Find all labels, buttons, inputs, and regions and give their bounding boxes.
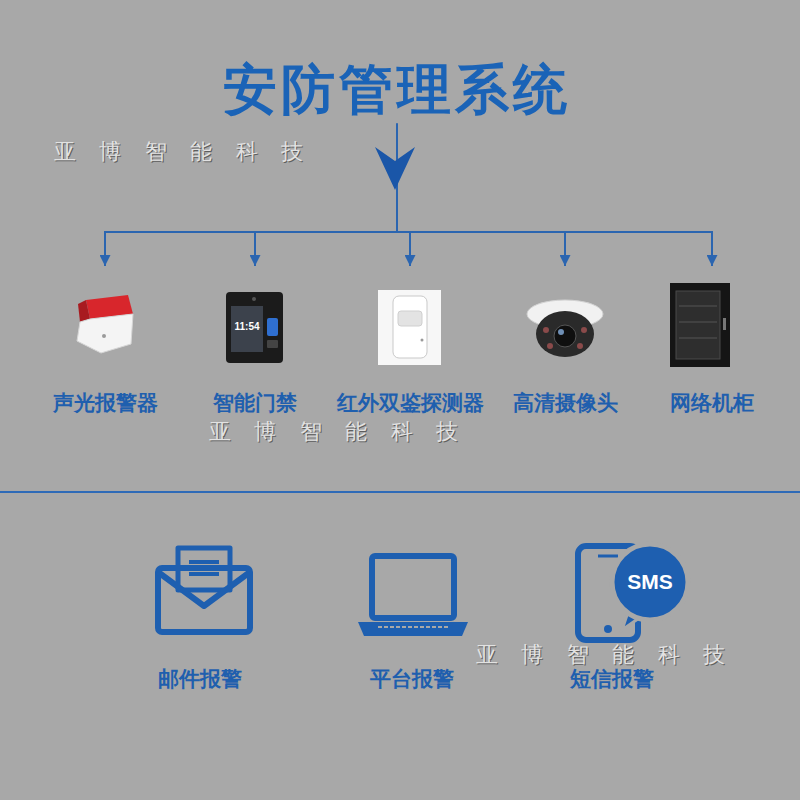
device-camera bbox=[252, 297, 256, 301]
cabinet-shelf bbox=[679, 322, 717, 323]
watermark: 亚 博 智 能 科 技 bbox=[476, 643, 735, 667]
node-text: 短信报警 bbox=[570, 666, 654, 692]
email-icon bbox=[158, 548, 250, 632]
phone-speaker bbox=[598, 555, 618, 558]
envelope-body bbox=[158, 568, 250, 632]
ir-led bbox=[577, 343, 583, 349]
camera-dome bbox=[536, 311, 594, 357]
laptop-keys bbox=[378, 626, 448, 628]
lens-glint bbox=[558, 329, 564, 335]
dome-camera-icon bbox=[527, 300, 603, 357]
node-text: 平台报警 bbox=[370, 666, 454, 692]
photo-ground bbox=[378, 290, 441, 365]
letter-line bbox=[189, 560, 219, 564]
ir-led bbox=[547, 343, 553, 349]
cabinet-glass bbox=[676, 291, 720, 359]
siren-screw bbox=[102, 334, 106, 338]
sms-badge-text: SMS bbox=[627, 570, 673, 593]
node-text: 邮件报警 bbox=[158, 666, 242, 692]
detector-body bbox=[393, 296, 427, 358]
detector-lens bbox=[398, 311, 422, 326]
alarm-method-box: 平台报警 bbox=[363, 540, 461, 696]
network-cabinet-icon bbox=[670, 283, 730, 367]
system-root-box: 安防管理系统 bbox=[213, 56, 581, 123]
pir-detector-icon bbox=[378, 290, 441, 365]
detector-led bbox=[421, 339, 424, 342]
alarm-method-box: 短信报警 bbox=[563, 540, 661, 696]
screen-clock: 11:54 bbox=[234, 321, 259, 332]
siren-lamp-side bbox=[78, 300, 90, 322]
node-text: 安防管理系统 bbox=[223, 60, 571, 119]
device-screen bbox=[231, 306, 263, 352]
device-box: 智能门禁 bbox=[206, 266, 304, 420]
tree-connector bbox=[397, 124, 410, 266]
fingerprint-pad bbox=[267, 318, 278, 336]
node-text: 网络机柜 bbox=[670, 390, 754, 416]
ir-led bbox=[581, 327, 587, 333]
node-text: 声光报警器 bbox=[53, 390, 158, 416]
ir-led bbox=[543, 327, 549, 333]
access-control-icon bbox=[226, 292, 283, 363]
node-text: 高清摄像头 bbox=[513, 390, 618, 416]
laptop-screen bbox=[372, 556, 454, 618]
tree-connector bbox=[397, 124, 565, 266]
envelope-flap bbox=[158, 572, 250, 606]
camera-lens bbox=[554, 325, 576, 347]
siren-body bbox=[77, 314, 133, 353]
watermark: 亚 博 智 能 科 技 bbox=[209, 420, 468, 444]
sms-bubble bbox=[612, 544, 688, 620]
device-box: 网络机柜 bbox=[663, 266, 761, 420]
node-text: 红外双鉴探测器 bbox=[337, 390, 484, 416]
down-chevron bbox=[375, 147, 415, 190]
siren-icon bbox=[77, 295, 133, 353]
node-text: 智能门禁 bbox=[213, 390, 297, 416]
divider-line bbox=[0, 491, 800, 493]
laptop-base bbox=[358, 622, 468, 636]
cabinet-shelf bbox=[679, 338, 717, 339]
device-box: 声光报警器 bbox=[46, 266, 165, 420]
cabinet-body bbox=[670, 283, 730, 367]
cabinet-handle bbox=[723, 318, 726, 330]
laptop-icon bbox=[358, 556, 468, 636]
letter-line bbox=[189, 572, 219, 576]
watermark: 亚 博 智 能 科 技 bbox=[54, 140, 313, 164]
device-body bbox=[226, 292, 283, 363]
tree-connector bbox=[397, 124, 712, 266]
card-reader bbox=[267, 340, 278, 348]
device-box: 红外双鉴探测器 bbox=[330, 266, 491, 420]
cabinet-shelf bbox=[679, 306, 717, 307]
device-box: 高清摄像头 bbox=[506, 266, 625, 420]
phone-button bbox=[604, 625, 612, 633]
alarm-method-box: 邮件报警 bbox=[151, 540, 249, 696]
phone-icon bbox=[578, 544, 688, 640]
